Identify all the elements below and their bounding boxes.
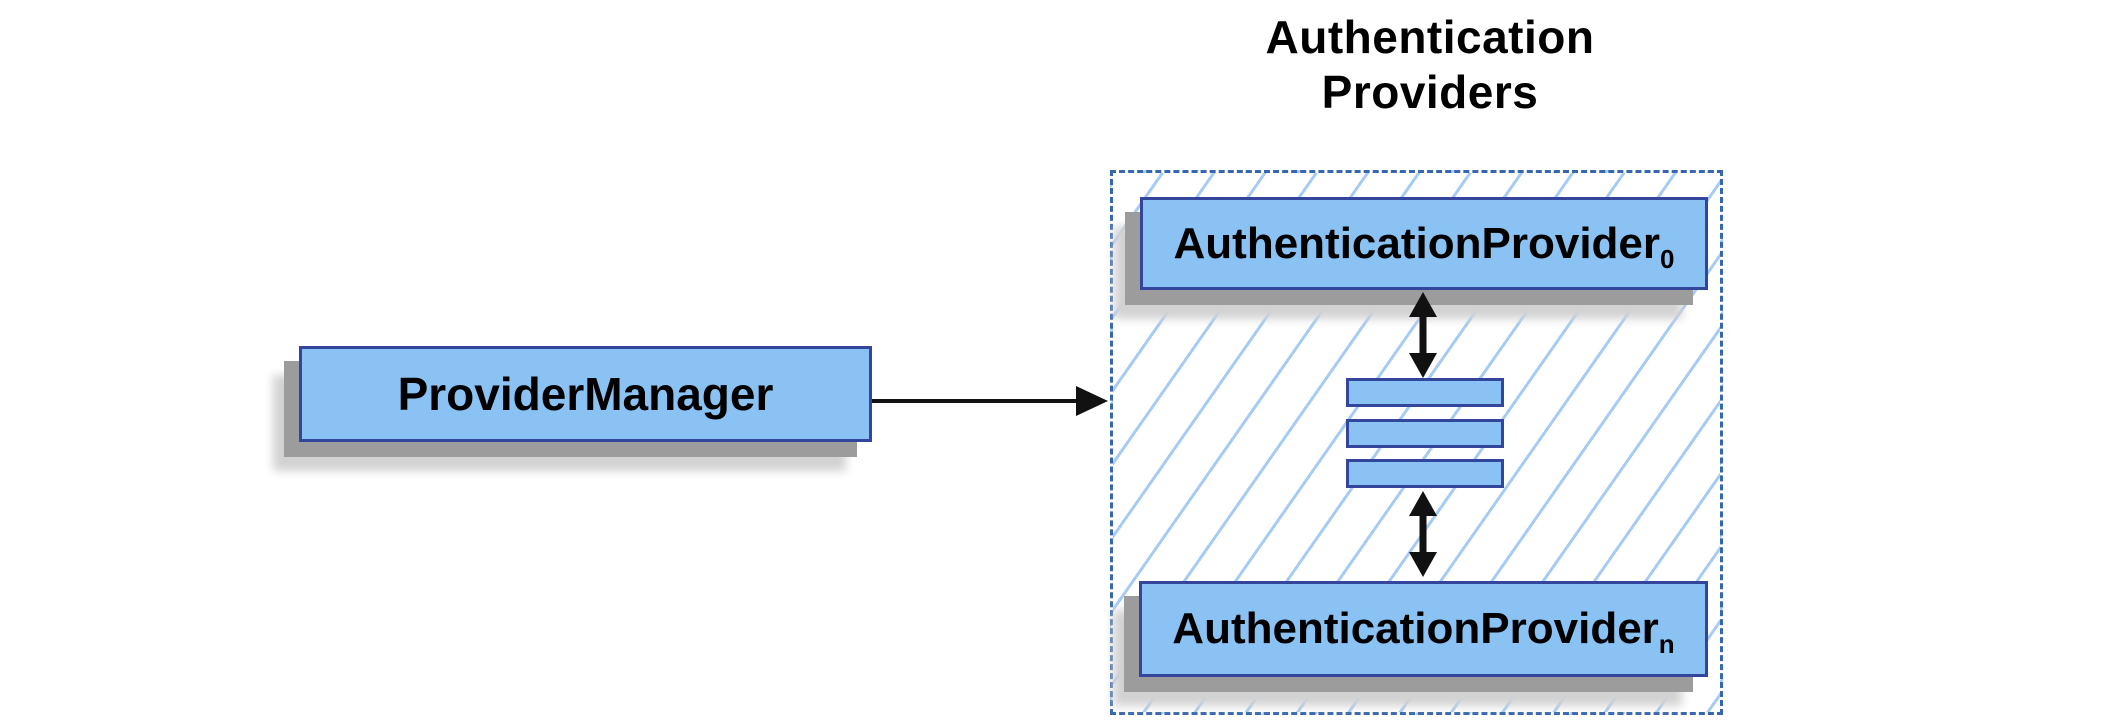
authentication-provider-0-subscript: 0: [1660, 243, 1675, 274]
provider-manager-box: ProviderManager: [299, 346, 872, 442]
authentication-providers-title: Authentication Providers: [1130, 10, 1730, 120]
provider-manager-label: ProviderManager: [397, 368, 774, 420]
authentication-provider-0-label: AuthenticationProvider: [1173, 218, 1661, 268]
provider-ellipsis-bar: [1346, 418, 1504, 448]
provider-manager-to-providers-connector: [872, 399, 1078, 403]
authentication-provider-0-box: AuthenticationProvider 0: [1140, 197, 1708, 290]
right-arrowhead-icon: [1076, 386, 1108, 416]
authentication-provider-n-box: AuthenticationProvider n: [1139, 581, 1708, 677]
title-line-1: Authentication: [1265, 11, 1595, 63]
authentication-provider-n-subscript: n: [1658, 629, 1675, 659]
provider-ellipsis-bar: [1346, 378, 1504, 407]
more-providers-indicator: [1346, 378, 1504, 488]
authentication-provider-n-label: AuthenticationProvider: [1172, 604, 1659, 653]
double-arrow-top-icon: [1409, 292, 1437, 378]
title-line-2: Providers: [1321, 66, 1539, 118]
provider-ellipsis-bar: [1346, 459, 1504, 488]
double-arrow-bottom-icon: [1409, 491, 1437, 577]
